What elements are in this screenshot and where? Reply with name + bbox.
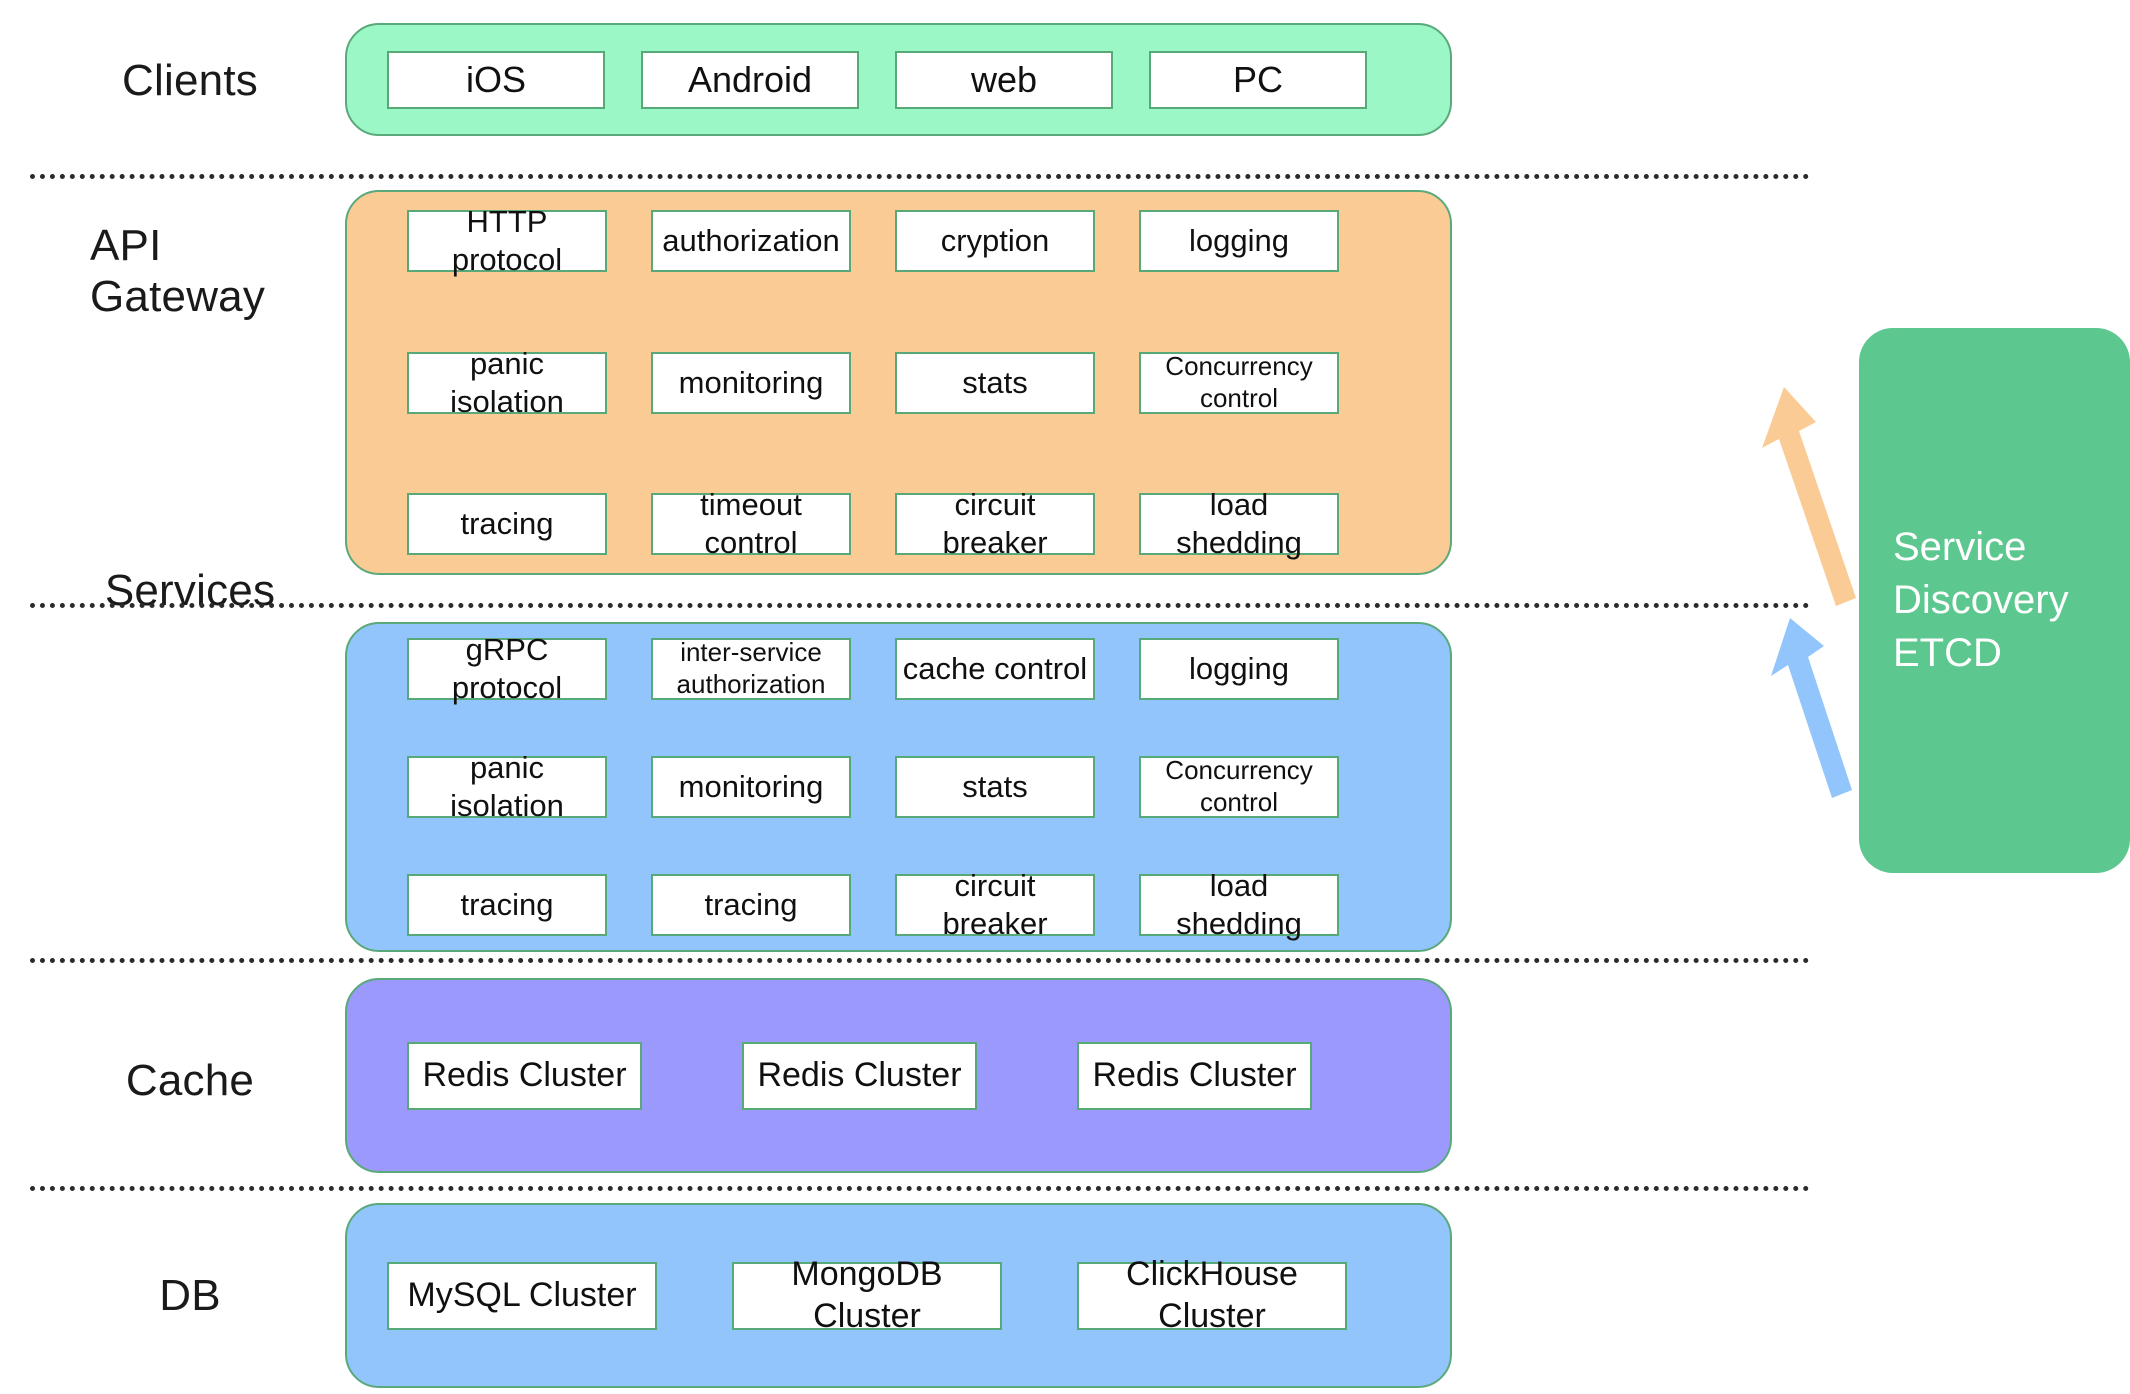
node-concurrency-control[interactable]: Concurrency control [1139,755,1339,818]
separator-clients-api [30,174,1810,179]
node-authorization[interactable]: authorization [651,210,851,272]
arrow-services-to-etcd [1771,618,1852,798]
node-android[interactable]: Android [641,50,859,109]
node-panic-isolation[interactable]: panic isolation [407,750,607,823]
node-grpc-protocol[interactable]: gRPC protocol [407,632,607,705]
node-pc[interactable]: PC [1149,50,1367,109]
node-load-shedding[interactable]: load shedding [1139,868,1339,941]
arrow-api-gateway-to-etcd [1762,387,1856,606]
tier-row: iOS Android web PC [387,50,1410,109]
tier-label-clients: Clients [122,56,258,105]
node-clickhouse-cluster[interactable]: ClickHouse Cluster [1077,1255,1347,1335]
node-redis-cluster-3[interactable]: Redis Cluster [1077,1041,1312,1110]
tier-row: HTTP protocol authorization cryption log… [407,204,1390,277]
tier-row: Redis Cluster Redis Cluster Redis Cluste… [407,1041,1390,1110]
tier-label-db: DB [159,1271,221,1320]
tier-band-db: MySQL Cluster MongoDB Cluster ClickHouse… [345,1203,1452,1388]
node-circuit-breaker[interactable]: circuit breaker [895,868,1095,941]
node-monitoring[interactable]: monitoring [651,351,851,414]
node-concurrency-control[interactable]: Concurrency control [1139,351,1339,414]
tier-row: MySQL Cluster MongoDB Cluster ClickHouse… [387,1255,1410,1335]
node-tracing[interactable]: tracing [407,493,607,555]
tier-band-clients: iOS Android web PC [345,23,1452,136]
tier-row: panic isolation monitoring stats Concurr… [407,750,1390,823]
tier-row: gRPC protocol inter-service authorizatio… [407,632,1390,705]
node-logging[interactable]: logging [1139,638,1339,700]
tier-label-cache: Cache [125,1056,255,1105]
node-circuit-breaker[interactable]: circuit breaker [895,487,1095,560]
node-mongodb-cluster[interactable]: MongoDB Cluster [732,1255,1002,1335]
separator-cache-db [30,1186,1810,1191]
node-stats[interactable]: stats [895,756,1095,818]
tier-band-cache: Redis Cluster Redis Cluster Redis Cluste… [345,978,1452,1173]
separator-api-services [30,603,1810,608]
tier-band-services: gRPC protocol inter-service authorizatio… [345,622,1452,952]
node-mysql-cluster[interactable]: MySQL Cluster [387,1261,657,1330]
node-load-shedding[interactable]: load shedding [1139,487,1339,560]
tier-band-api-gateway: HTTP protocol authorization cryption log… [345,190,1452,575]
node-tracing-1[interactable]: tracing [407,874,607,936]
node-inter-service-authorization[interactable]: inter-service authorization [651,637,851,700]
node-ios[interactable]: iOS [387,50,605,109]
tier-row: tracing timeout control circuit breaker … [407,487,1390,560]
node-cache-control[interactable]: cache control [895,638,1095,700]
node-logging[interactable]: logging [1139,210,1339,272]
service-discovery-label: Service Discovery ETCD [1893,524,2069,676]
node-monitoring[interactable]: monitoring [651,756,851,818]
node-stats[interactable]: stats [895,351,1095,414]
node-redis-cluster-2[interactable]: Redis Cluster [742,1041,977,1110]
tier-row: panic isolation monitoring stats Concurr… [407,346,1390,419]
node-cryption[interactable]: cryption [895,210,1095,272]
node-redis-cluster-1[interactable]: Redis Cluster [407,1041,642,1110]
tier-label-api-gateway: API Gateway [90,221,266,322]
node-timeout-control[interactable]: timeout control [651,487,851,560]
tier-row: tracing tracing circuit breaker load she… [407,868,1390,941]
node-panic-isolation[interactable]: panic isolation [407,346,607,419]
node-http-protocol[interactable]: HTTP protocol [407,204,607,277]
node-tracing-2[interactable]: tracing [651,874,851,936]
separator-services-cache [30,958,1810,963]
node-web[interactable]: web [895,50,1113,109]
service-discovery-etcd-box[interactable]: Service Discovery ETCD [1859,328,2130,873]
tier-label-services: Services [104,566,276,615]
